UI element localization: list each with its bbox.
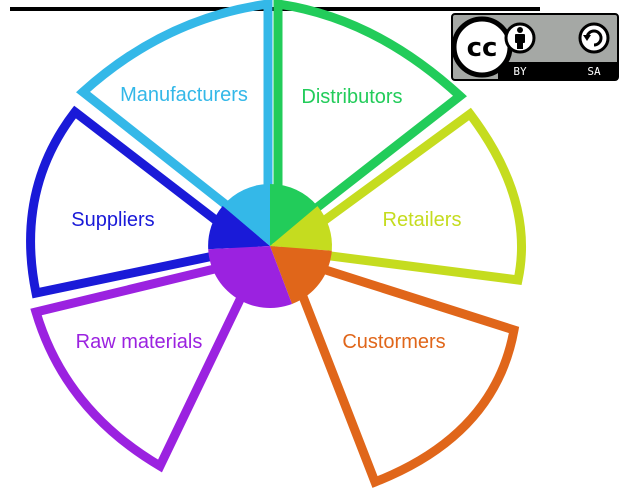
sector-suppliers bbox=[26, 105, 263, 299]
label-distributors: Distributors bbox=[301, 86, 402, 108]
hub-wedge-manufacturers bbox=[222, 184, 270, 246]
share-alike-icon bbox=[578, 22, 610, 54]
attribution-person-icon bbox=[504, 22, 536, 54]
label-suppliers: Suppliers bbox=[71, 209, 154, 231]
center-hub bbox=[208, 183, 332, 308]
hub-wedge-distributors bbox=[270, 183, 318, 246]
sector-customers bbox=[280, 250, 520, 488]
hub-wedge-retailers bbox=[270, 206, 332, 251]
label-customers: Custormers bbox=[342, 331, 445, 353]
hub-wedge-suppliers bbox=[208, 205, 270, 250]
sector-distributors bbox=[273, 0, 467, 248]
label-manufacturers: Manufacturers bbox=[120, 84, 248, 106]
hub-wedge-customers bbox=[270, 246, 332, 304]
sa-text: SA bbox=[587, 65, 601, 78]
cc-icon-text: cc bbox=[467, 33, 498, 63]
label-retailers: Retailers bbox=[383, 209, 462, 231]
cc-by-sa-badge: cc BY SA bbox=[451, 13, 619, 81]
segment-labels: Manufacturers Distributors Suppliers Ret… bbox=[71, 84, 461, 353]
sector-manufacturers bbox=[76, 0, 273, 248]
badge-bottom-strip bbox=[498, 62, 617, 79]
hub-wedge-raw-materials bbox=[208, 246, 292, 308]
label-raw-materials: Raw materials bbox=[76, 331, 203, 353]
sector-retailers bbox=[272, 107, 527, 285]
sector-outlines bbox=[26, 0, 527, 488]
sector-raw-materials bbox=[30, 251, 269, 473]
by-text: BY bbox=[513, 65, 527, 78]
